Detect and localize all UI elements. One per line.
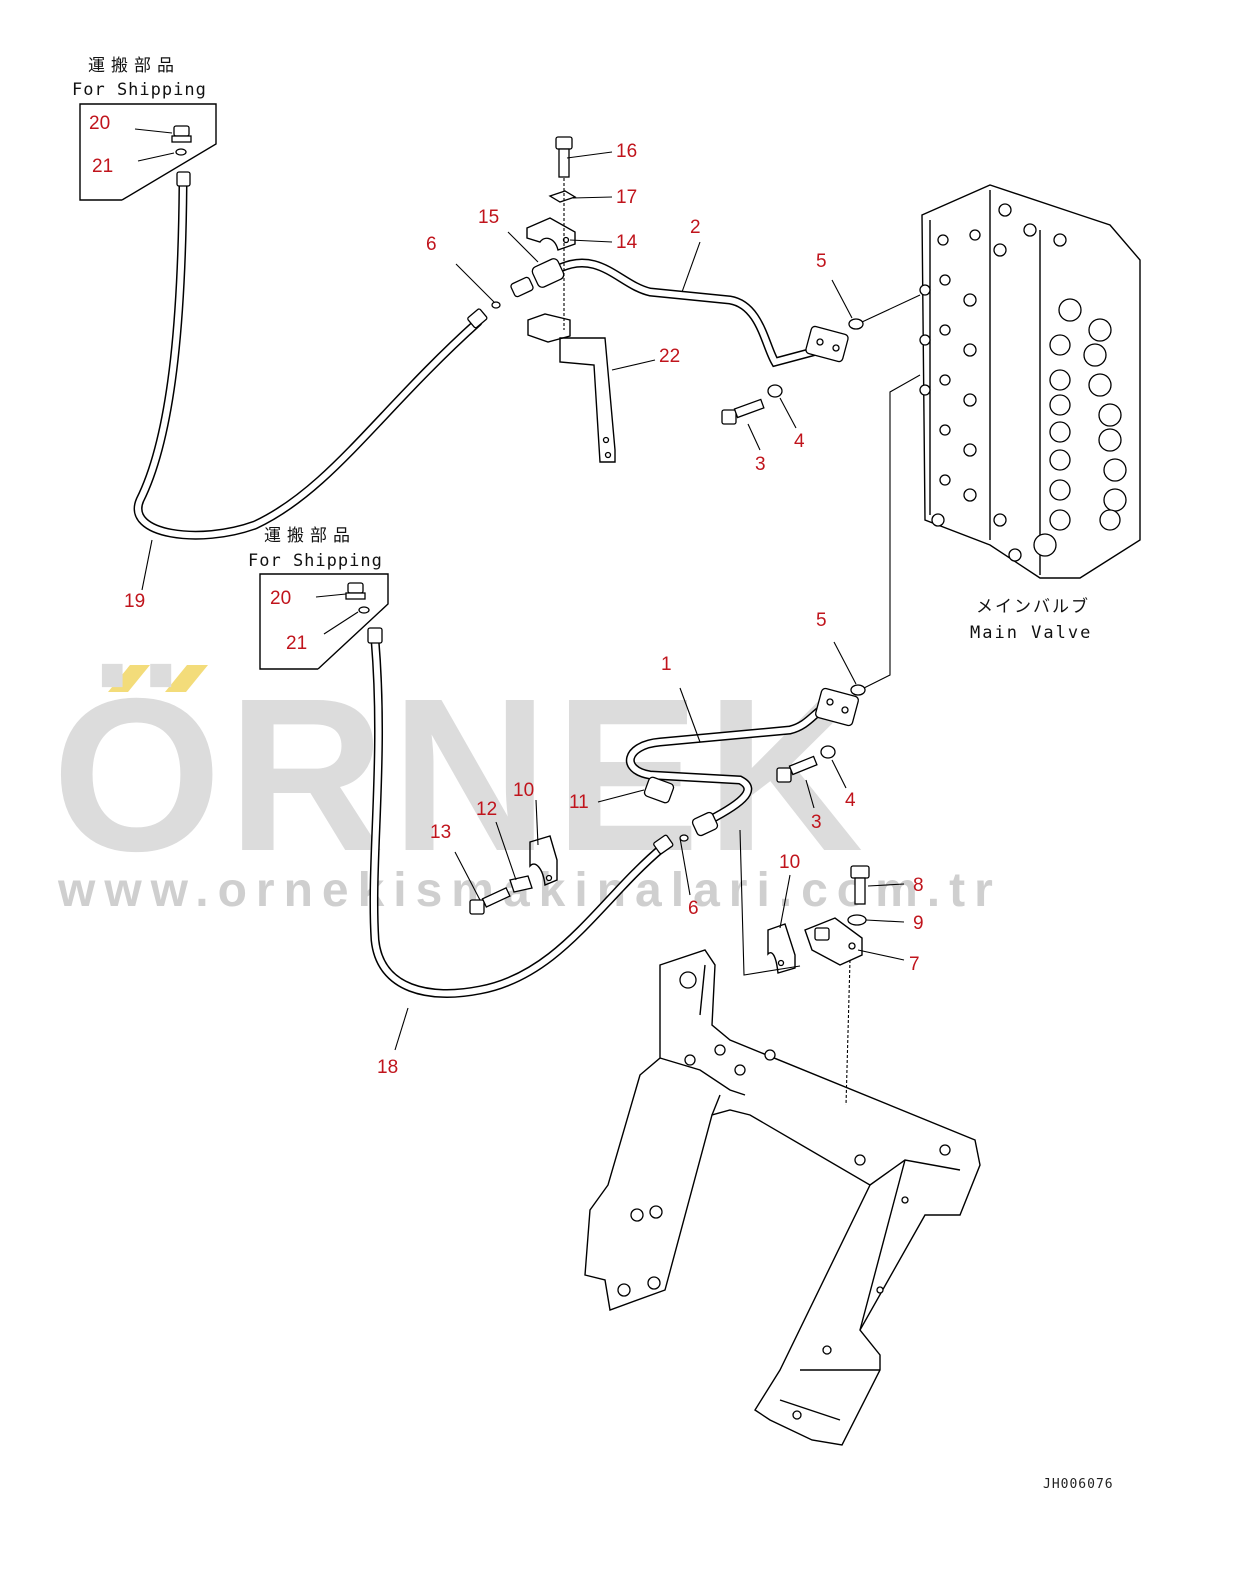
shipping-box-mid-en: For Shipping <box>248 551 383 571</box>
callout-20a: 20 <box>89 113 110 134</box>
washer-9 <box>847 914 867 926</box>
fitting-15 <box>510 258 565 298</box>
callout-22: 22 <box>659 346 680 367</box>
bolt-8-axis <box>845 959 851 1106</box>
o-ring-5-lower <box>850 684 866 696</box>
shipping-box-mid: 運搬部品 For Shipping 20 21 <box>248 526 389 670</box>
shipping-box-top-frame <box>79 103 217 201</box>
tube-2 <box>510 258 849 368</box>
valve-connection-lower <box>863 374 921 689</box>
callout-12: 12 <box>476 799 497 820</box>
callout-14: 14 <box>616 232 638 253</box>
callout-4-lower: 4 <box>845 790 856 811</box>
o-ring-icon <box>491 301 501 309</box>
callouts: 1 2 3 3 4 4 5 5 6 6 7 8 9 10 10 11 12 13… <box>124 141 924 1078</box>
main-valve: メインバルブ Main Valve <box>919 184 1141 643</box>
washer-4-lower <box>820 745 836 759</box>
bolt-3-lower <box>776 755 818 783</box>
callout-2: 2 <box>690 217 701 238</box>
o-ring-icon <box>358 606 370 614</box>
fitting-11 <box>643 776 675 804</box>
tube-1-guide <box>739 829 801 976</box>
flange-icon <box>815 687 859 727</box>
callout-leaders <box>141 151 905 1051</box>
leader-21b <box>323 611 359 635</box>
bracket-7 <box>804 917 863 966</box>
clamp-10-right <box>767 923 796 974</box>
callout-5-lower: 5 <box>816 610 827 631</box>
main-valve-en: Main Valve <box>970 623 1092 643</box>
hose-19 <box>133 171 501 540</box>
callout-5-upper: 5 <box>816 251 827 272</box>
clamp-10-left <box>529 835 558 887</box>
callout-20b: 20 <box>270 588 291 609</box>
bracket-22 <box>527 313 616 463</box>
shipping-box-mid-jp: 運搬部品 <box>264 526 356 546</box>
shipping-box-top: 運搬部品 For Shipping 20 21 <box>72 56 217 201</box>
watermark-accent-right <box>165 665 208 692</box>
callout-10-left: 10 <box>513 780 534 801</box>
o-ring-icon <box>679 834 689 842</box>
callout-4-upper: 4 <box>794 431 805 452</box>
o-ring-icon <box>175 148 187 156</box>
callout-16: 16 <box>616 141 637 162</box>
washer-4-upper <box>767 384 783 398</box>
leader-21a <box>137 152 175 162</box>
leader-20b <box>315 593 347 598</box>
callout-7: 7 <box>909 954 920 975</box>
valve-connection-upper <box>861 294 921 323</box>
callout-6-lower: 6 <box>688 898 699 919</box>
flange-icon <box>805 325 849 363</box>
bolt-3-upper <box>721 398 765 425</box>
clamp-14 <box>526 217 576 251</box>
callout-15: 15 <box>478 207 499 228</box>
bolt-16 <box>555 136 573 330</box>
o-ring-5-upper <box>848 318 864 330</box>
plug-icon <box>345 582 366 600</box>
shipping-box-mid-frame <box>259 573 389 670</box>
bolt-13 <box>469 887 511 915</box>
watermark-accent-left <box>108 665 150 692</box>
frame <box>584 949 981 1446</box>
callout-3-upper: 3 <box>755 454 766 475</box>
shipping-box-top-en: For Shipping <box>72 80 207 100</box>
leader-20a <box>134 128 173 134</box>
callout-21b: 21 <box>286 633 307 654</box>
callout-1: 1 <box>661 654 672 675</box>
shipping-box-top-jp: 運搬部品 <box>88 56 180 76</box>
callout-13: 13 <box>430 822 451 843</box>
callout-21a: 21 <box>92 156 113 177</box>
callout-11: 11 <box>569 792 589 813</box>
callout-10-right: 10 <box>779 852 800 873</box>
callout-17: 17 <box>616 187 637 208</box>
main-valve-jp: メインバルブ <box>976 596 1090 617</box>
watermark-brand: ÖRNEK <box>52 654 869 897</box>
tube-1 <box>625 687 859 837</box>
callout-18: 18 <box>377 1057 398 1078</box>
plug-icon <box>171 125 192 143</box>
hose-18 <box>367 627 689 998</box>
valve-spools <box>1033 298 1127 557</box>
callout-19: 19 <box>124 591 145 612</box>
callout-8: 8 <box>913 875 924 896</box>
watermark-url: www.ornekismakinalari.com.tr <box>57 864 1002 917</box>
callout-6-upper: 6 <box>426 234 437 255</box>
bolt-8 <box>850 865 870 905</box>
plate-17 <box>548 190 577 203</box>
callout-3-lower: 3 <box>811 812 822 833</box>
callout-9: 9 <box>913 913 924 934</box>
valve-ports <box>919 203 1067 562</box>
drawing-code: JH006076 <box>1043 1477 1114 1492</box>
